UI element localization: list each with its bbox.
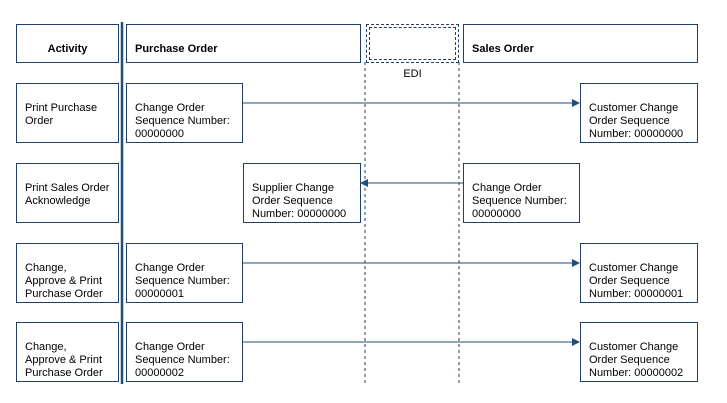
header-sales-order: Sales Order bbox=[463, 24, 698, 63]
so-customer-change-box-row4: Customer Change Order Sequence Number: 0… bbox=[580, 322, 698, 382]
activity-box-row3: Change, Approve & Print Purchase Order bbox=[16, 243, 119, 303]
so-customer-change-label: Customer Change Order Sequence Number: 0… bbox=[589, 262, 684, 300]
po-change-order-box-row3: Change Order Sequence Number: 00000001 bbox=[126, 243, 243, 303]
header-sales-order-label: Sales Order bbox=[472, 43, 534, 55]
so-change-order-label: Change Order Sequence Number: 00000000 bbox=[472, 182, 567, 220]
activity-box-row1: Print Purchase Order bbox=[16, 83, 119, 143]
po-change-order-label: Change Order Sequence Number: 00000000 bbox=[135, 102, 230, 140]
header-activity-label: Activity bbox=[47, 43, 88, 55]
edi-header-frame bbox=[366, 24, 459, 63]
so-customer-change-label: Customer Change Order Sequence Number: 0… bbox=[589, 102, 684, 140]
header-edi: EDI bbox=[366, 24, 459, 80]
po-change-order-box-row1: Change Order Sequence Number: 00000000 bbox=[126, 83, 243, 143]
header-edi-label: EDI bbox=[403, 68, 422, 80]
supplier-change-label: Supplier Change Order Sequence Number: 0… bbox=[252, 182, 347, 220]
po-change-order-box-row4: Change Order Sequence Number: 00000002 bbox=[126, 322, 243, 382]
edi-header-inner-frame bbox=[369, 27, 456, 60]
header-purchase-order-label: Purchase Order bbox=[135, 43, 218, 55]
header-activity: Activity bbox=[16, 24, 119, 63]
activity-label: Print Purchase Order bbox=[25, 102, 98, 127]
activity-box-row2: Print Sales Order Acknowledge bbox=[16, 163, 119, 223]
activity-label: Change, Approve & Print Purchase Order bbox=[25, 262, 103, 300]
so-customer-change-box-row3: Customer Change Order Sequence Number: 0… bbox=[580, 243, 698, 303]
so-customer-change-label: Customer Change Order Sequence Number: 0… bbox=[589, 341, 684, 379]
po-change-order-label: Change Order Sequence Number: 00000001 bbox=[135, 262, 230, 300]
activity-box-row4: Change, Approve & Print Purchase Order bbox=[16, 322, 119, 382]
header-purchase-order: Purchase Order bbox=[126, 24, 361, 63]
po-change-order-label: Change Order Sequence Number: 00000002 bbox=[135, 341, 230, 379]
so-customer-change-box-row1: Customer Change Order Sequence Number: 0… bbox=[580, 83, 698, 143]
activity-label: Change, Approve & Print Purchase Order bbox=[25, 341, 103, 379]
activity-label: Print Sales Order Acknowledge bbox=[25, 182, 110, 207]
so-change-order-box-row2: Change Order Sequence Number: 00000000 bbox=[463, 163, 580, 223]
supplier-change-box-row2: Supplier Change Order Sequence Number: 0… bbox=[243, 163, 361, 223]
